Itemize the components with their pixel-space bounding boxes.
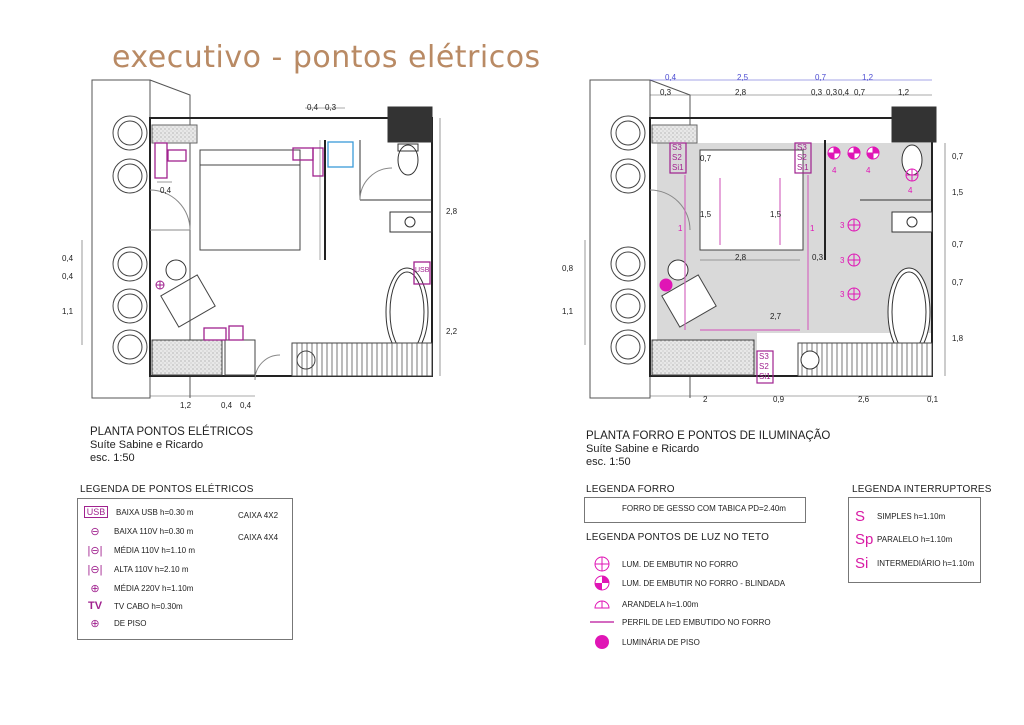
light-mark: 4 xyxy=(908,186,913,195)
legend-interruptores-title: LEGENDA INTERRUPTORES xyxy=(852,484,992,495)
dim-label: 0,4 xyxy=(838,88,850,97)
legend-eletricos-title: LEGENDA DE PONTOS ELÉTRICOS xyxy=(80,484,254,495)
dim-label: 0,4 xyxy=(665,73,677,82)
dim-label: 2,7 xyxy=(770,312,782,321)
dim-label: 0,4 xyxy=(62,254,74,263)
left-plan-caption: PLANTA PONTOS ELÉTRICOS Suíte Sabine e R… xyxy=(90,426,254,464)
dim-label: 2,8 xyxy=(735,253,747,262)
dim-label: 0,3 xyxy=(812,253,824,262)
dim-label: 2,2 xyxy=(446,327,458,336)
dim-label: 1,2 xyxy=(180,401,192,410)
right-plan xyxy=(584,79,946,399)
left-plan xyxy=(81,79,441,399)
outlet-low-icon: ⊖ xyxy=(90,526,100,538)
dim-label: 0,7 xyxy=(952,278,964,287)
dim-label: 2 xyxy=(703,395,708,404)
dim-label: 2,6 xyxy=(858,395,870,404)
legend-luz-title: LEGENDA PONTOS DE LUZ NO TETO xyxy=(586,532,770,543)
legend-interruptores xyxy=(848,497,981,583)
dim-label: 0,4 xyxy=(221,401,233,410)
light-mark: 4 xyxy=(832,166,837,175)
dim-label: 0,4 xyxy=(307,103,319,112)
outlet-220-icon: ⊕ xyxy=(90,583,100,595)
dim-label: 1,5 xyxy=(770,210,782,219)
legend-forro xyxy=(584,497,806,523)
dim-label: 1,5 xyxy=(952,188,964,197)
dim-label: 1,1 xyxy=(562,307,574,316)
dim-label: 0,4 xyxy=(240,401,252,410)
dim-label: 1,2 xyxy=(898,88,910,97)
dim-label: 0,7 xyxy=(952,240,964,249)
dim-label: 0,3 xyxy=(811,88,823,97)
light-mark: 3 xyxy=(840,290,845,299)
light-mark: 1 xyxy=(678,224,683,233)
legend-item: ⊕MÉDIA 220V h=1.10m xyxy=(84,582,193,595)
legend-item: FORRO DE GESSO COM TABICA PD=2.40m xyxy=(622,504,786,513)
legend-item: ⊕DE PISO xyxy=(84,617,146,630)
legend-box-item: CAIXA 4X2 xyxy=(238,511,279,520)
usb-icon: USB xyxy=(84,506,108,518)
dim-label: 0,3 xyxy=(660,88,672,97)
dim-label: 0,7 xyxy=(700,154,712,163)
dim-label: 1,1 xyxy=(62,307,74,316)
legend-forro-title: LEGENDA FORRO xyxy=(586,484,675,495)
dim-label: 0,7 xyxy=(952,152,964,161)
switch-intermediate-icon: Si xyxy=(855,555,869,572)
outlet-high-icon: |⊖| xyxy=(87,564,103,576)
light-mark: 1 xyxy=(810,224,815,233)
floor-outlet-icon: ⊕ xyxy=(90,618,100,630)
usb-label: USB xyxy=(415,267,430,274)
legend-item: LUM. DE EMBUTIR NO FORRO xyxy=(622,560,739,569)
outlet-mid-icon: |⊖| xyxy=(87,545,103,557)
dim-label: 0,4 xyxy=(160,186,172,195)
legend-item: |⊖|MÉDIA 110V h=1.10 m xyxy=(84,544,195,557)
switch-parallel-icon: Sp xyxy=(855,531,874,548)
dim-label: 1,5 xyxy=(700,210,712,219)
legend-item: |⊖|ALTA 110V h=2.10 m xyxy=(84,563,189,576)
legend-item: ARANDELA h=1.00m xyxy=(622,600,699,609)
dim-label: 0,3 xyxy=(325,103,337,112)
legend-eletricos xyxy=(77,498,293,640)
dim-label: 1,8 xyxy=(952,334,964,343)
light-mark: 3 xyxy=(840,221,845,230)
dim-label: 0,7 xyxy=(815,73,827,82)
dim-label: 0,1 xyxy=(927,395,939,404)
dim-label: 2,8 xyxy=(446,207,458,216)
switch-simple-icon: S xyxy=(855,508,866,525)
legend-item: PERFIL DE LED EMBUTIDO NO FORRO xyxy=(622,618,771,627)
light-mark: 4 xyxy=(866,166,871,175)
dim-label: 0,7 xyxy=(854,88,866,97)
tv-icon: TV xyxy=(87,600,103,612)
right-plan-caption: PLANTA FORRO E PONTOS DE ILUMINAÇÃO Suít… xyxy=(586,430,831,468)
dim-label: 0,3 xyxy=(826,88,838,97)
light-mark: 3 xyxy=(840,256,845,265)
legend-item: LUM. DE EMBUTIR NO FORRO - BLINDADA xyxy=(622,579,786,588)
legend-item: LUMINÁRIA DE PISO xyxy=(622,638,700,647)
dim-label: 0,8 xyxy=(562,264,574,273)
legend-item: ⊖BAIXA 110V h=0.30 m xyxy=(84,525,193,538)
dim-label: 1,2 xyxy=(862,73,874,82)
dim-label: 0,4 xyxy=(62,272,74,281)
dim-label: 2,8 xyxy=(735,88,747,97)
legend-box-item: CAIXA 4X4 xyxy=(238,533,279,542)
page-title: executivo - pontos elétricos xyxy=(112,40,541,75)
dim-label: 0,9 xyxy=(773,395,785,404)
dim-label: 2,5 xyxy=(737,73,749,82)
